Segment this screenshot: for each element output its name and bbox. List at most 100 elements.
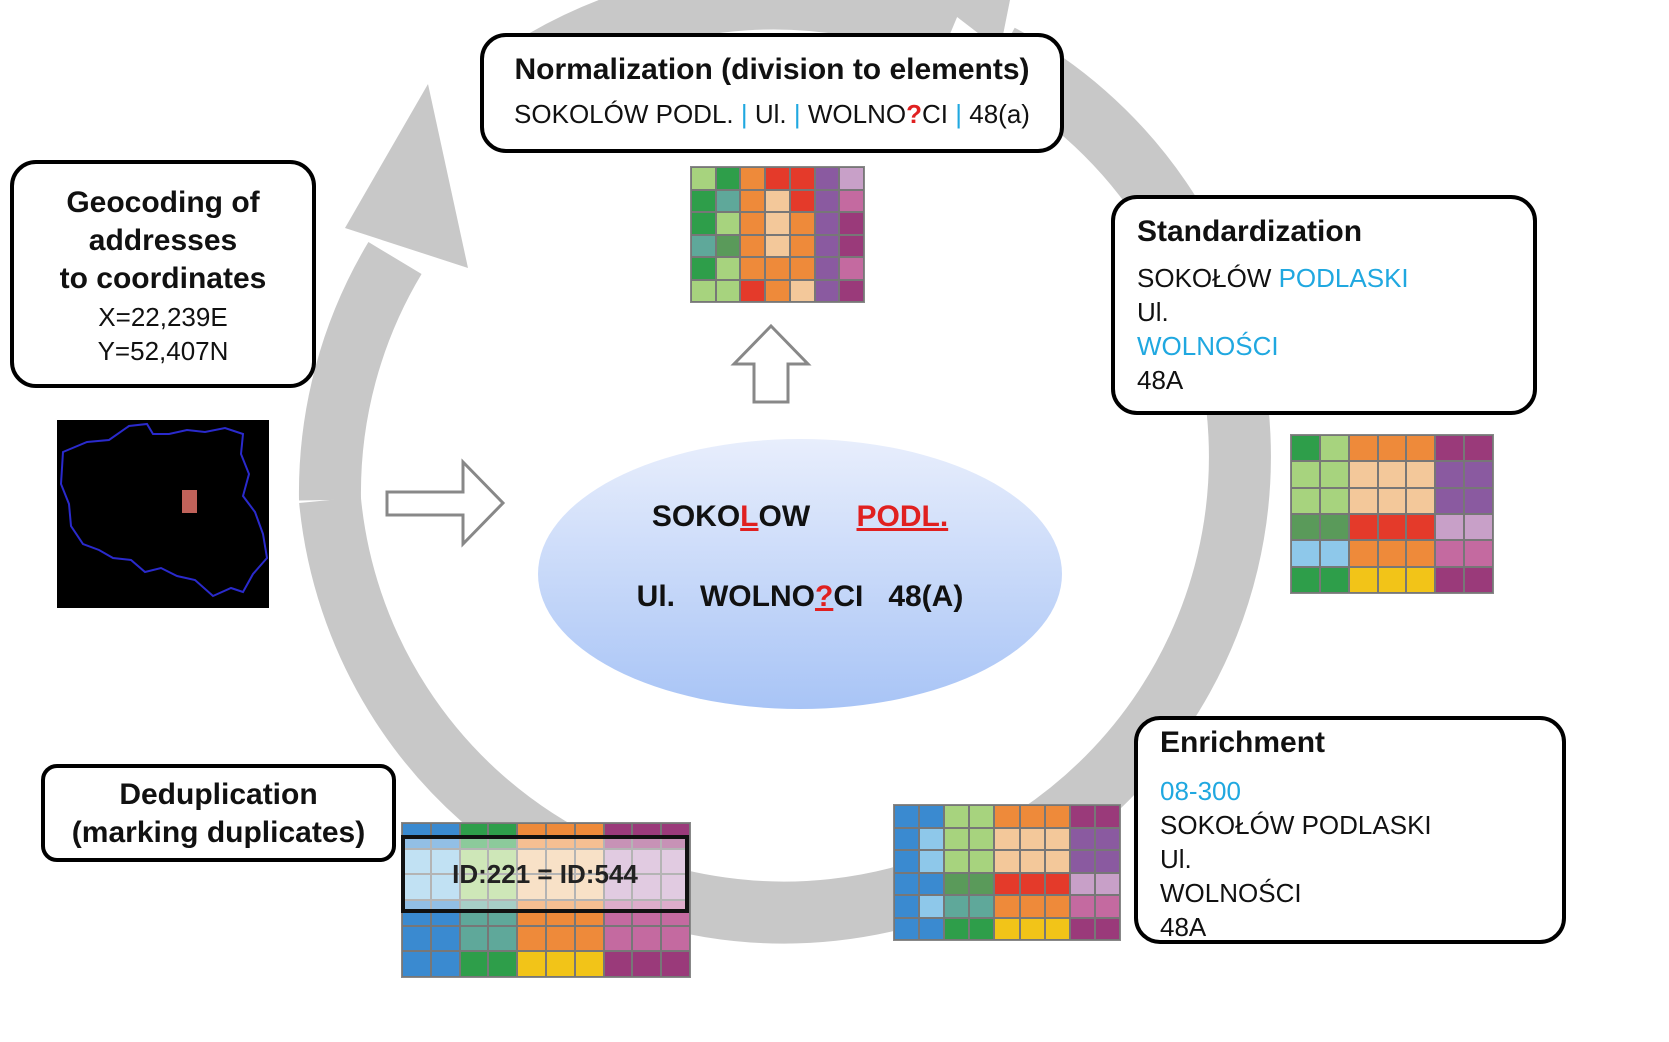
duplicate-label: ID:221 = ID:544	[452, 858, 638, 889]
grid-cell	[969, 895, 995, 918]
grid-cell	[994, 872, 1020, 895]
grid-cell	[1464, 461, 1493, 488]
grid-cell	[740, 167, 766, 190]
grid-cell	[919, 917, 945, 940]
grid-cell	[969, 827, 995, 850]
grid-cell	[430, 951, 460, 977]
grid-cell	[740, 212, 766, 235]
grid-cell	[715, 234, 741, 257]
grid-cell	[1291, 435, 1320, 462]
grid-cell	[765, 279, 790, 302]
grid-cell	[894, 850, 920, 873]
grid-cell	[919, 805, 945, 828]
grid-cell	[488, 848, 518, 875]
grid-cell	[740, 279, 766, 302]
grid-cell	[517, 874, 546, 900]
grid-cell	[1406, 540, 1436, 567]
center-line-1: SOKOLOW PODL.	[651, 500, 949, 533]
standardization-title: Standardization	[1137, 215, 1363, 248]
grid-cell	[765, 212, 790, 235]
grid-cell	[715, 257, 741, 280]
grid-cell	[1319, 461, 1349, 488]
grid-cell	[632, 874, 662, 900]
grid-cell	[459, 951, 489, 977]
grid-cell	[1348, 566, 1378, 593]
grid-cell	[715, 189, 741, 212]
grid-cell	[1094, 827, 1120, 850]
grid-cell	[1019, 850, 1045, 873]
grid-cell	[839, 257, 864, 280]
grid-cell	[814, 257, 840, 280]
center-ellipse	[538, 439, 1062, 709]
grid-cell	[691, 279, 716, 302]
grid-cell	[814, 167, 840, 190]
grid-cell	[1069, 805, 1095, 828]
enrichment-grid	[893, 804, 1121, 941]
grid-cell	[1044, 872, 1070, 895]
normalization-parts: SOKOLÓW PODL. | Ul. | WOLNO?CI | 48(a)	[514, 99, 1030, 129]
target-region	[182, 490, 197, 513]
grid-cell	[1019, 827, 1045, 850]
grid-cell	[691, 257, 716, 280]
grid-cell	[1044, 805, 1070, 828]
grid-cell	[839, 189, 864, 212]
grid-cell	[944, 917, 970, 940]
normalization-box: Normalization (division to elements) SOK…	[480, 33, 1064, 153]
grid-cell	[1319, 540, 1349, 567]
grid-cell	[994, 827, 1020, 850]
grid-cell	[919, 872, 945, 895]
grid-cell	[839, 234, 864, 257]
error-abbreviation: PODL.	[856, 500, 949, 533]
grid-cell	[1435, 514, 1465, 541]
error-char: ?	[814, 580, 834, 613]
grid-cell	[402, 951, 431, 977]
grid-cell	[1019, 895, 1045, 918]
grid-cell	[1435, 487, 1465, 514]
geocoding-box: Geocoding of addresses to coordinates X=…	[10, 160, 316, 388]
grid-cell	[545, 925, 575, 952]
grid-cell	[994, 805, 1020, 828]
grid-cell	[430, 848, 460, 875]
grid-cell	[545, 874, 575, 900]
grid-cell	[517, 925, 546, 952]
error-letter: L	[740, 500, 759, 533]
grid-cell	[740, 189, 766, 212]
deduplication-grid	[401, 822, 691, 978]
grid-cell	[603, 925, 633, 952]
normalization-title: Normalization (division to elements)	[514, 53, 1030, 86]
grid-cell	[1044, 827, 1070, 850]
grid-cell	[1377, 566, 1407, 593]
grid-cell	[691, 189, 716, 212]
grid-cell	[632, 848, 662, 875]
grid-cell	[1348, 487, 1378, 514]
grid-cell	[789, 167, 815, 190]
grid-cell	[814, 279, 840, 302]
grid-cell	[1319, 435, 1349, 462]
grid-cell	[944, 872, 970, 895]
standardization-grid	[1290, 434, 1494, 594]
grid-cell	[715, 279, 741, 302]
grid-cell	[1348, 514, 1378, 541]
grid-cell	[789, 279, 815, 302]
grid-cell	[994, 917, 1020, 940]
grid-cell	[715, 167, 741, 190]
enrichment-title: Enrichment	[1160, 726, 1326, 759]
grid-cell	[574, 951, 604, 977]
grid-cell	[661, 925, 690, 952]
grid-cell	[1319, 566, 1349, 593]
grid-cell	[969, 805, 995, 828]
grid-cell	[1406, 487, 1436, 514]
grid-cell	[488, 925, 518, 952]
grid-cell	[574, 874, 604, 900]
duplicate-highlight: ID:221 = ID:544	[401, 835, 689, 913]
grid-cell	[894, 827, 920, 850]
grid-cell	[814, 189, 840, 212]
grid-cell	[545, 848, 575, 875]
grid-cell	[1377, 461, 1407, 488]
grid-cell	[1435, 435, 1465, 462]
grid-cell	[765, 257, 790, 280]
grid-cell	[661, 951, 690, 977]
grid-cell	[894, 917, 920, 940]
grid-cell	[488, 951, 518, 977]
